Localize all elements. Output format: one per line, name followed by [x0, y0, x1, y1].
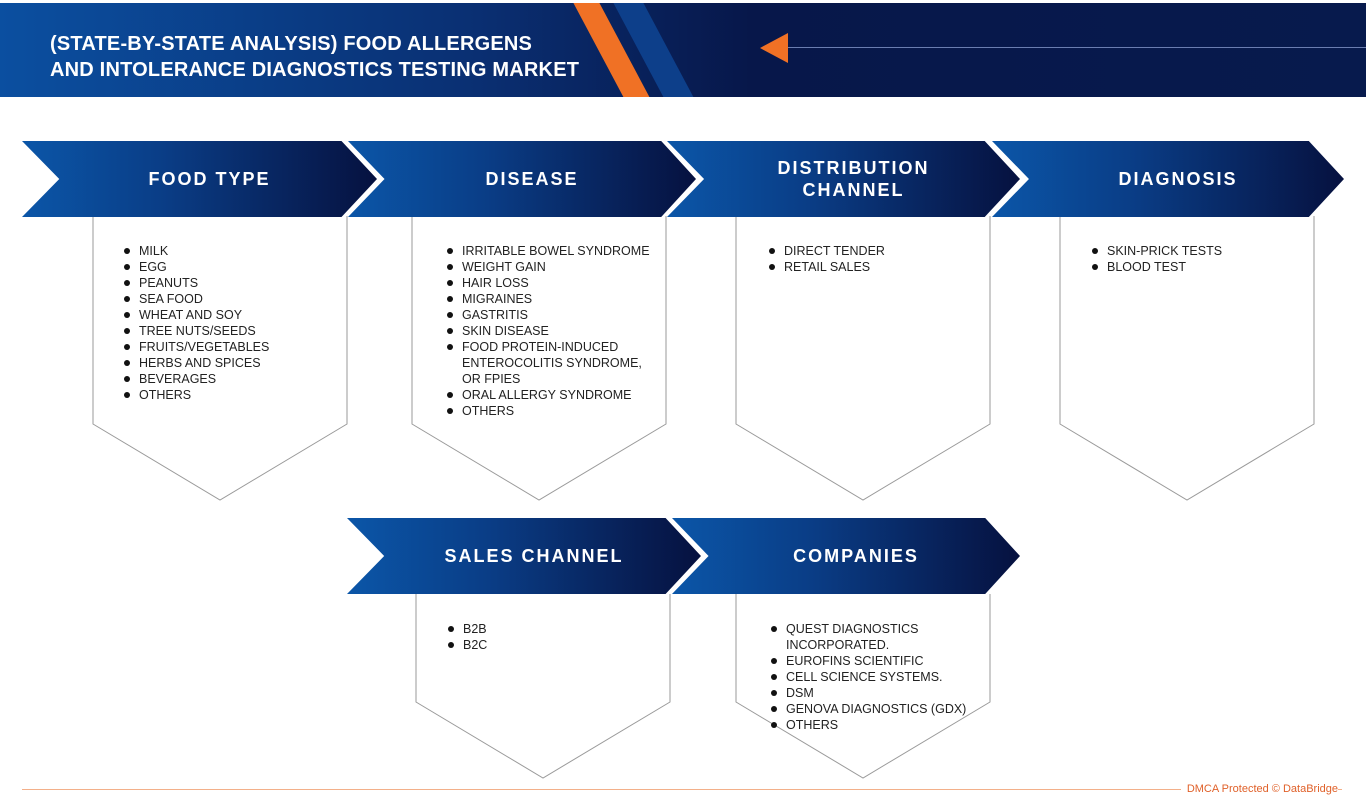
header-sales-channel: SALES CHANNEL [347, 518, 701, 594]
segment-title: FOOD TYPE [148, 169, 271, 189]
list-item: OTHERS [771, 717, 976, 733]
dmca-badge[interactable]: DMCA Protected © DataBridge [1180, 783, 1338, 795]
list-item: DIRECT TENDER [769, 243, 979, 259]
header-disease: DISEASE [348, 141, 696, 217]
panel-sales-channel [415, 594, 671, 779]
list-item: DSM [771, 685, 976, 701]
title-line-1: (STATE-BY-STATE ANALYSIS) FOOD ALLERGENS [50, 33, 533, 55]
list-item: OTHERS [124, 387, 334, 403]
list-item: FRUITS/VEGETABLES [124, 339, 334, 355]
panel-diagnosis [1059, 216, 1315, 501]
segment-title: DISTRIBUTION CHANNEL [777, 158, 930, 200]
list-item: IRRITABLE BOWEL SYNDROME [447, 243, 657, 259]
list-item: MIGRAINES [447, 291, 657, 307]
list-item: BLOOD TEST [1092, 259, 1302, 275]
list-item: SEA FOOD [124, 291, 334, 307]
list-item: GASTRITIS [447, 307, 657, 323]
header-distribution-channel: DISTRIBUTION CHANNEL [667, 141, 1020, 217]
header-food-type: FOOD TYPE [22, 141, 377, 217]
panel-disease [411, 216, 667, 501]
list-item: EGG [124, 259, 334, 275]
panel-companies [735, 594, 991, 779]
list-item: OTHERS [447, 403, 657, 419]
list-item: B2B [448, 621, 658, 637]
list-item: QUEST DIAGNOSTICS INCORPORATED. [771, 621, 976, 653]
list-item: SKIN DISEASE [447, 323, 657, 339]
list-item: BEVERAGES [124, 371, 334, 387]
arrow-line [788, 47, 1366, 48]
footer-divider [22, 789, 1342, 790]
list-item: WEIGHT GAIN [447, 259, 657, 275]
segment-title: DISEASE [485, 169, 579, 189]
list-item: HERBS AND SPICES [124, 355, 334, 371]
list-item: SKIN-PRICK TESTS [1092, 243, 1302, 259]
list-item: RETAIL SALES [769, 259, 979, 275]
list-item: FOOD PROTEIN-INDUCED ENTEROCOLITIS SYNDR… [447, 339, 657, 387]
panel-distribution [735, 216, 991, 501]
header-diagnosis: DIAGNOSIS [992, 141, 1344, 217]
segment-title: DIAGNOSIS [1118, 169, 1238, 189]
list-item: CELL SCIENCE SYSTEMS. [771, 669, 976, 685]
list-item: HAIR LOSS [447, 275, 657, 291]
list-item: PEANUTS [124, 275, 334, 291]
companies-list: QUEST DIAGNOSTICS INCORPORATED.EUROFINS … [771, 621, 976, 733]
list-item: TREE NUTS/SEEDS [124, 323, 334, 339]
title-line-2: AND INTOLERANCE DIAGNOSTICS TESTING MARK… [50, 59, 580, 81]
list-item: GENOVA DIAGNOSTICS (GDX) [771, 701, 976, 717]
list-item: MILK [124, 243, 334, 259]
list-item: ORAL ALLERGY SYNDROME [447, 387, 657, 403]
segment-title: COMPANIES [793, 546, 919, 566]
list-item: B2C [448, 637, 658, 653]
segment-title: SALES CHANNEL [444, 546, 624, 566]
page-title: (STATE-BY-STATE ANALYSIS) FOOD ALLERGENS… [50, 31, 579, 83]
arrow-left-icon [760, 33, 788, 63]
header-companies: COMPANIES [672, 518, 1020, 594]
panel-food-type [92, 216, 348, 501]
list-item: WHEAT AND SOY [124, 307, 334, 323]
list-item: EUROFINS SCIENTIFIC [771, 653, 976, 669]
header-banner: (STATE-BY-STATE ANALYSIS) FOOD ALLERGENS… [0, 3, 1366, 97]
